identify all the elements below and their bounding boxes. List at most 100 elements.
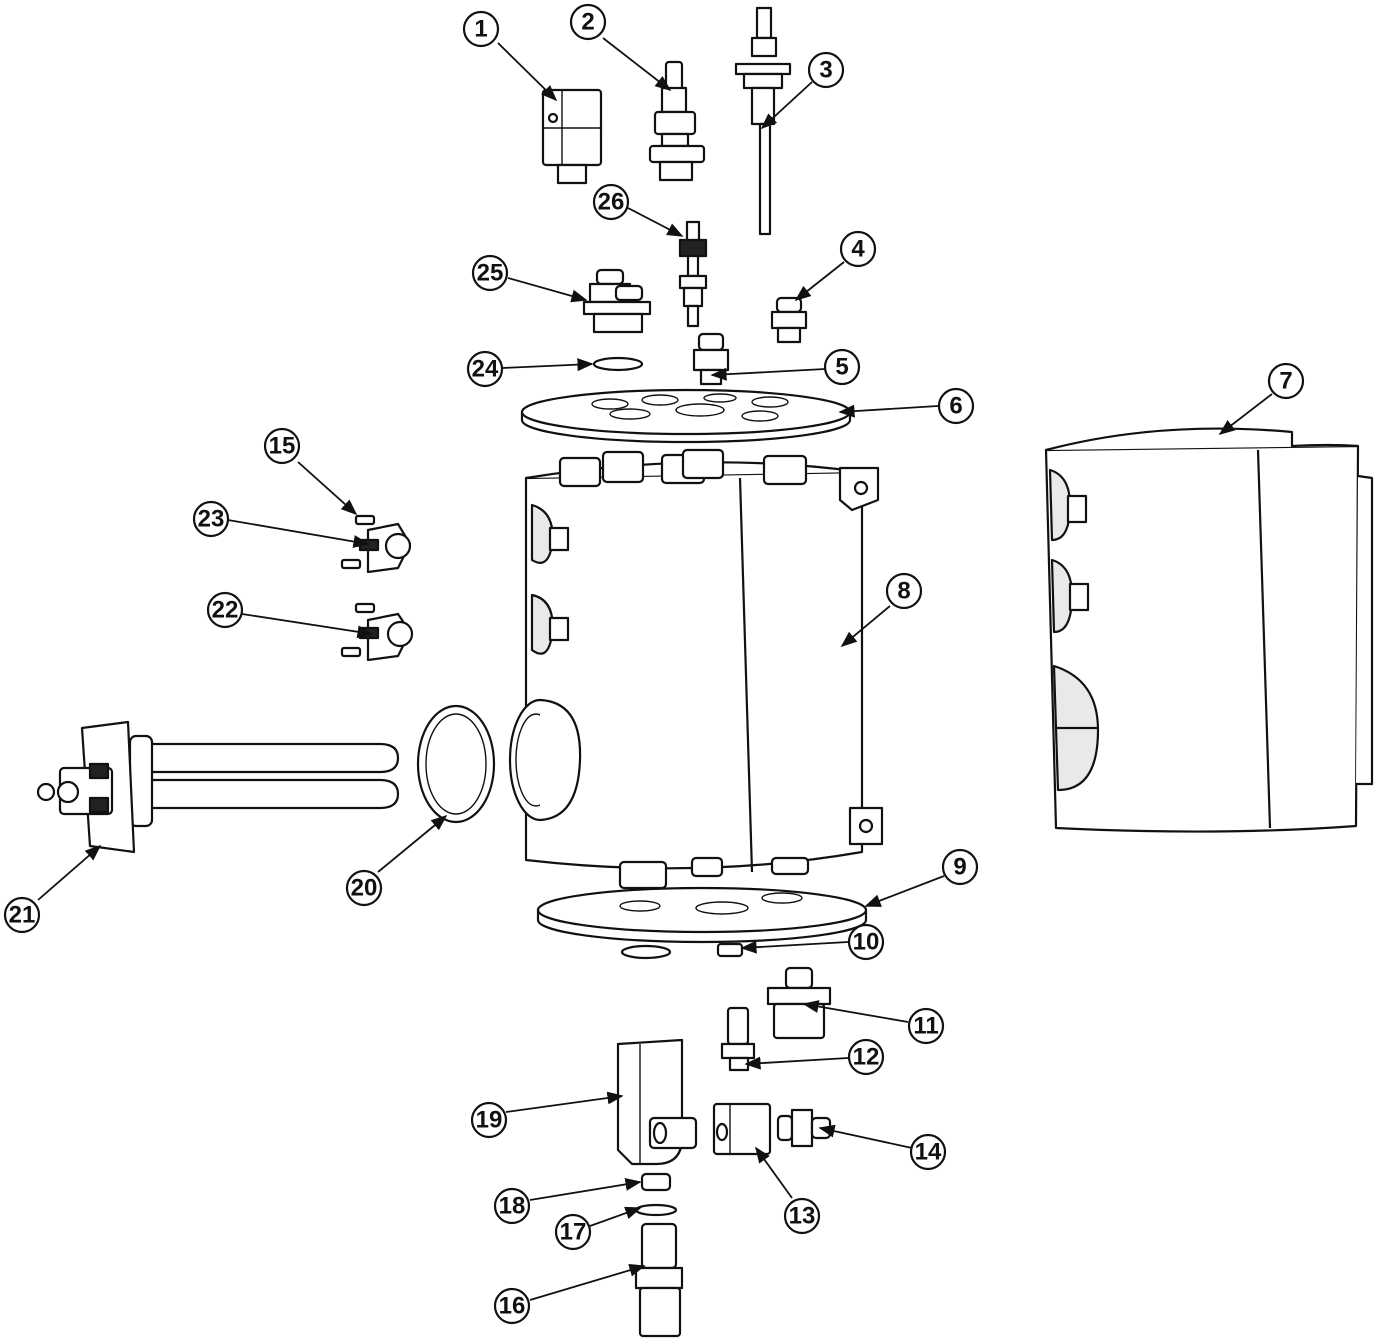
part-insulation-jacket-7 <box>1044 427 1374 833</box>
svg-text:9: 9 <box>953 854 966 881</box>
part-o-ring-17 <box>634 1203 678 1217</box>
leader-7 <box>1218 393 1273 435</box>
part-boiler-tank-8 <box>508 448 884 890</box>
part-pipe-nipple-12 <box>720 1006 756 1072</box>
svg-text:15: 15 <box>269 433 296 460</box>
callout-16: 16 <box>493 1287 531 1325</box>
callout-18: 18 <box>493 1187 531 1225</box>
callout-17: 17 <box>554 1213 592 1251</box>
part-elbow-body-19 <box>616 1038 698 1166</box>
leader-2 <box>602 37 672 91</box>
leader-22 <box>241 613 374 639</box>
callout-6: 6 <box>937 387 975 425</box>
part-valve-fitting-2 <box>648 60 706 182</box>
svg-text:6: 6 <box>949 393 962 420</box>
svg-text:2: 2 <box>581 9 594 36</box>
svg-text:1: 1 <box>474 16 487 43</box>
svg-text:8: 8 <box>897 578 910 605</box>
part-tee-fitting-25 <box>582 268 652 334</box>
part-thermostat-22 <box>340 602 414 662</box>
leader-11 <box>802 1000 909 1023</box>
part-washer-24 <box>592 356 644 372</box>
svg-text:12: 12 <box>853 1044 880 1071</box>
callout-11: 11 <box>907 1007 945 1045</box>
callout-7: 7 <box>1267 362 1305 400</box>
callout-4: 4 <box>839 230 877 268</box>
svg-text:18: 18 <box>499 1193 526 1220</box>
svg-text:17: 17 <box>560 1219 587 1246</box>
leader-9 <box>864 875 945 907</box>
callout-8: 8 <box>885 572 923 610</box>
leader-1 <box>497 42 558 102</box>
leader-12 <box>744 1056 849 1070</box>
leader-20 <box>377 814 448 873</box>
callout-26: 26 <box>592 183 630 221</box>
svg-text:26: 26 <box>598 189 625 216</box>
leader-lines <box>37 37 1273 1301</box>
leader-3 <box>760 81 813 130</box>
part-temperature-sensor-26 <box>678 220 708 328</box>
leader-14 <box>818 1124 913 1149</box>
part-large-fitting-11 <box>766 966 832 1040</box>
part-hex-coupling-13 <box>712 1102 772 1156</box>
leader-26 <box>627 207 684 237</box>
svg-text:3: 3 <box>819 57 832 84</box>
leader-10 <box>740 940 849 954</box>
callout-22: 22 <box>206 591 244 629</box>
svg-text:25: 25 <box>477 260 504 287</box>
part-top-insulation-disc-6 <box>520 388 852 444</box>
svg-text:19: 19 <box>476 1107 503 1134</box>
svg-text:21: 21 <box>9 902 36 929</box>
svg-text:20: 20 <box>351 875 378 902</box>
svg-text:7: 7 <box>1279 368 1292 395</box>
part-hex-coupling-1 <box>541 88 603 185</box>
svg-text:5: 5 <box>835 354 848 381</box>
svg-text:10: 10 <box>853 929 880 956</box>
svg-text:22: 22 <box>212 597 239 624</box>
svg-text:24: 24 <box>472 356 499 383</box>
leader-5 <box>710 367 826 381</box>
callout-15: 15 <box>263 427 301 465</box>
callout-21: 21 <box>3 896 41 934</box>
svg-text:13: 13 <box>789 1203 816 1230</box>
callout-9: 9 <box>941 848 979 886</box>
leader-21 <box>37 844 102 901</box>
leader-15 <box>297 461 358 516</box>
leader-18 <box>529 1177 642 1201</box>
part-gasket-20 <box>416 704 496 824</box>
callout-3: 3 <box>807 51 845 89</box>
leader-8 <box>840 605 891 648</box>
callout-1: 1 <box>462 10 500 48</box>
leader-6 <box>838 404 939 418</box>
leader-13 <box>755 1146 793 1199</box>
part-plug-18 <box>640 1172 672 1192</box>
callout-24: 24 <box>466 350 504 388</box>
leader-19 <box>505 1091 624 1113</box>
callout-23: 23 <box>192 500 230 538</box>
callout-2: 2 <box>569 3 607 41</box>
callout-5: 5 <box>823 348 861 386</box>
callout-25: 25 <box>471 254 509 292</box>
callout-12: 12 <box>847 1038 885 1076</box>
part-drain-valve-16 <box>634 1222 684 1338</box>
part-fitting-5 <box>692 332 730 386</box>
svg-text:23: 23 <box>198 506 225 533</box>
callout-20: 20 <box>345 869 383 907</box>
leader-17 <box>589 1206 642 1227</box>
part-small-fitting-4 <box>770 296 808 344</box>
part-bottom-insulation-disc-9 <box>536 886 868 944</box>
callout-19: 19 <box>470 1101 508 1139</box>
leader-25 <box>507 277 588 303</box>
callout-10: 10 <box>847 923 885 961</box>
part-level-probe-3 <box>734 6 792 236</box>
svg-text:16: 16 <box>499 1293 526 1320</box>
leader-16 <box>529 1263 646 1301</box>
callout-13: 13 <box>783 1197 821 1235</box>
svg-text:14: 14 <box>915 1139 942 1166</box>
callout-14: 14 <box>909 1133 947 1171</box>
svg-text:4: 4 <box>851 236 865 263</box>
leader-4 <box>794 261 845 302</box>
svg-text:11: 11 <box>913 1013 938 1040</box>
part-heating-element-21 <box>36 720 400 854</box>
